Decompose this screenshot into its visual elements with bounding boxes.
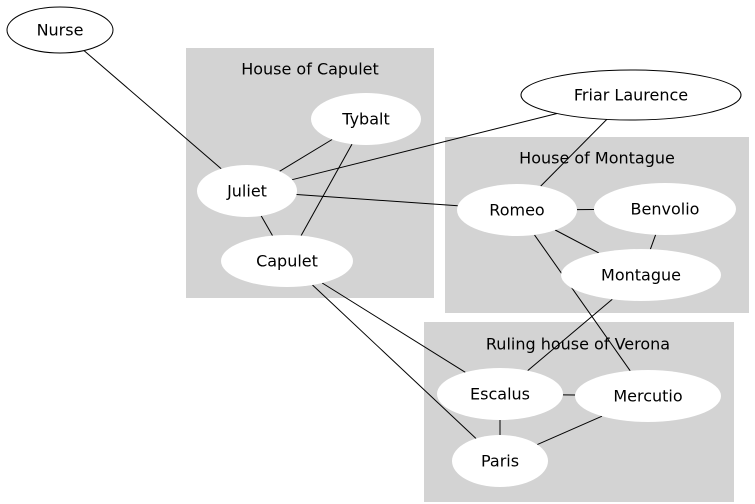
node-romeo-ellipse[interactable] [457,184,577,236]
node-nurse-ellipse[interactable] [6,6,114,54]
node-juliet-label: Juliet [226,182,267,201]
edge-juliet-friar [291,113,558,181]
edge-paris-mercutio [537,415,603,446]
cluster-capulet-label: House of Capulet [241,60,379,79]
node-paris-ellipse[interactable] [452,435,548,487]
edge-juliet-capulet [260,215,273,236]
node-capulet-label: Capulet [256,252,318,271]
edges [83,50,657,446]
node-tybalt-label: Tybalt [341,110,389,129]
edge-romeo-montague [554,229,600,254]
edge-tybalt-capulet [300,143,353,236]
edge-benvolio-montague [649,234,657,250]
edge-juliet-romeo [296,194,458,207]
node-capulet-ellipse[interactable] [221,235,353,287]
node-mercutio-label: Mercutio [613,387,682,406]
node-montague-label: Montague [601,266,681,285]
node-mercutio[interactable]: Mercutio [575,370,721,422]
node-nurse-label: Nurse [37,21,84,40]
node-escalus-label: Escalus [470,385,530,404]
node-escalus[interactable]: Escalus [437,368,563,420]
edge-friar-romeo [540,119,608,187]
edge-juliet-tybalt [279,139,333,172]
node-montague[interactable]: Montague [561,249,721,301]
edge-montague-escalus [527,298,613,371]
edge-nurse-juliet [83,50,222,170]
node-tybalt-ellipse[interactable] [311,93,421,145]
node-romeo[interactable]: Romeo [457,184,577,236]
node-escalus-ellipse[interactable] [437,368,563,420]
cluster-verona-label: Ruling house of Verona [486,335,670,354]
node-paris[interactable]: Paris [452,435,548,487]
cluster-montague-label: House of Montague [519,149,675,168]
node-paris-label: Paris [481,452,519,471]
edge-capulet-paris [312,284,477,439]
node-montague-ellipse[interactable] [561,249,721,301]
node-mercutio-ellipse[interactable] [575,370,721,422]
node-capulet[interactable]: Capulet [221,235,353,287]
edge-capulet-escalus [321,282,466,373]
node-benvolio[interactable]: Benvolio [594,183,736,235]
node-friar-ellipse[interactable] [520,69,742,121]
node-nurse[interactable]: Nurse [6,6,114,54]
node-benvolio-label: Benvolio [631,200,700,219]
node-juliet-ellipse[interactable] [197,165,297,217]
node-friar[interactable]: Friar Laurence [520,69,742,121]
node-juliet[interactable]: Juliet [197,165,297,217]
edge-romeo-mercutio [534,234,631,372]
node-romeo-label: Romeo [489,201,544,220]
node-friar-label: Friar Laurence [574,86,688,105]
node-benvolio-ellipse[interactable] [594,183,736,235]
node-tybalt[interactable]: Tybalt [311,93,421,145]
